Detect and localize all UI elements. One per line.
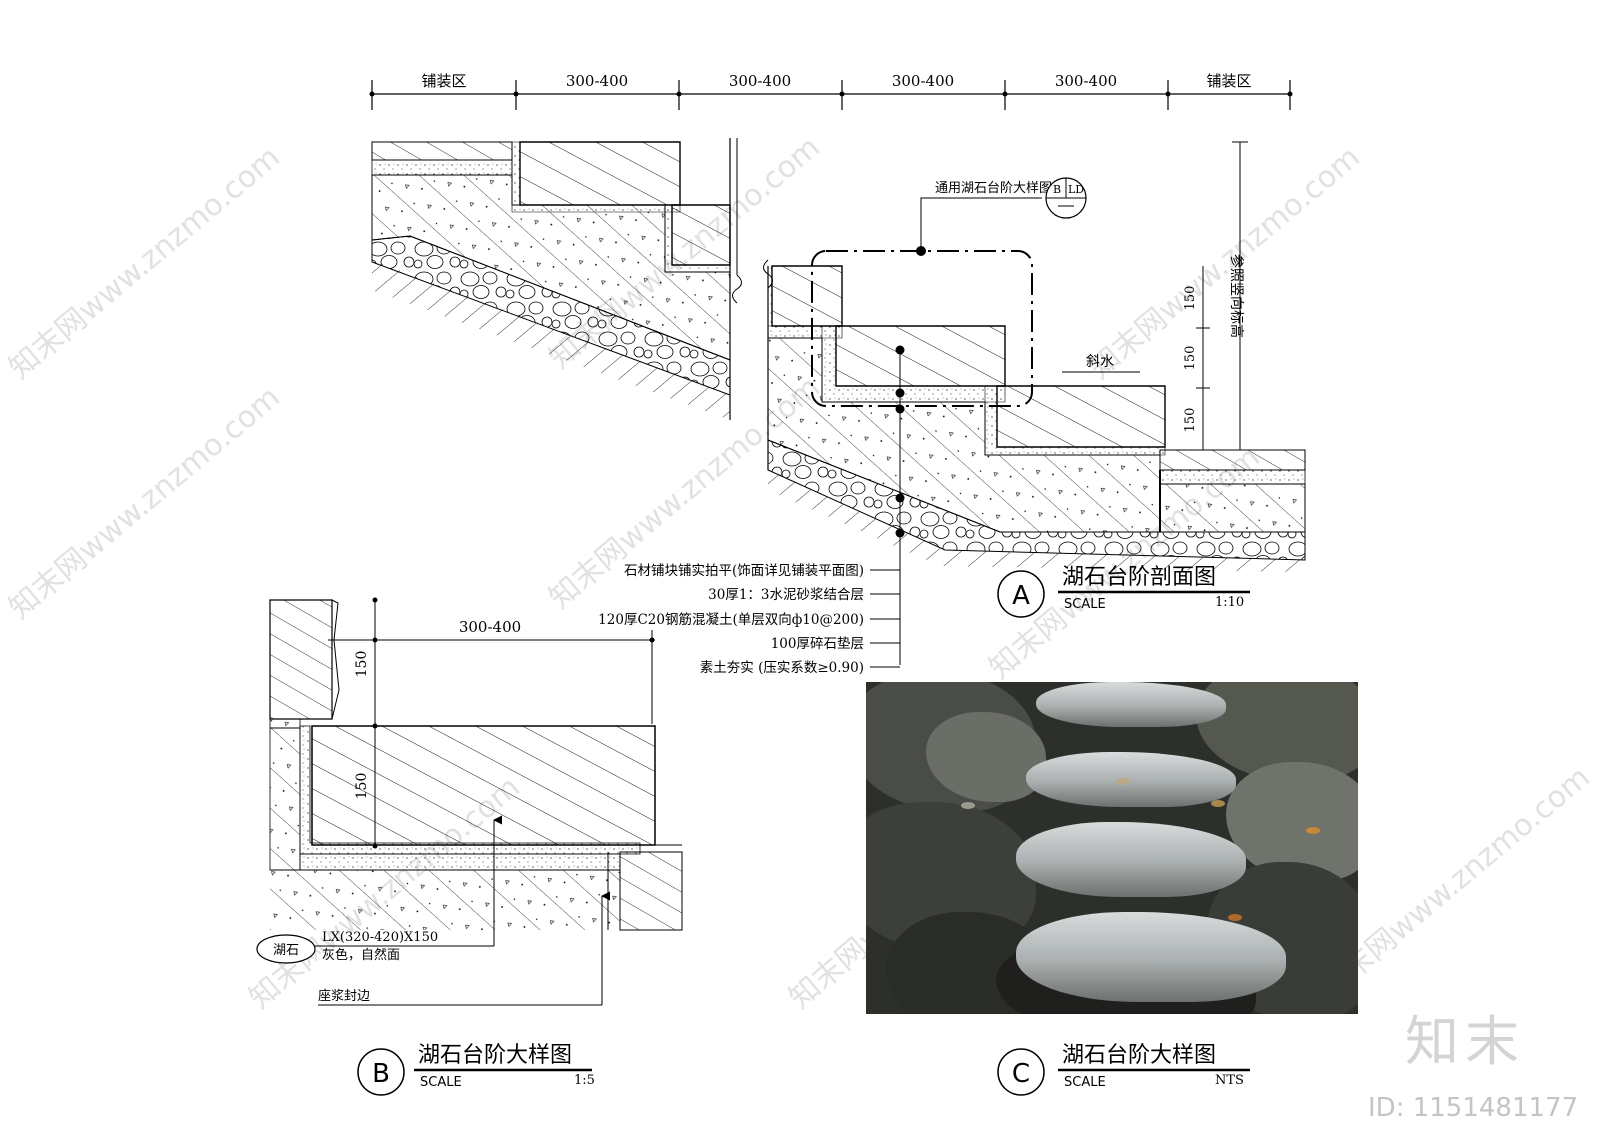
detail-b-title-block: B 湖石台阶大样图 SCALE 1:5 bbox=[357, 1043, 595, 1096]
image-id: ID: 1151481177 bbox=[1368, 1093, 1579, 1123]
fallen-leaf bbox=[1306, 827, 1320, 834]
rise-dimension: 150 bbox=[1183, 408, 1198, 433]
detail-a-dimension-chain: 铺装区 300-400 300-400 300-400 300-400 铺装区 bbox=[369, 72, 1293, 110]
stone-steps-photo bbox=[866, 682, 1358, 1014]
stone-step bbox=[1016, 912, 1286, 1002]
dimension-label: 铺装区 bbox=[1206, 72, 1251, 90]
scale-word: SCALE bbox=[420, 1075, 462, 1090]
stone-step bbox=[1026, 752, 1236, 807]
detail-a-layer-callouts: 石材铺块铺实拍平(饰面详见铺装平面图) 30厚1：3水泥砂浆结合层 120厚C2… bbox=[598, 345, 905, 676]
fallen-leaf bbox=[1116, 778, 1130, 785]
rock-shape bbox=[926, 712, 1046, 802]
stone-step bbox=[1016, 822, 1246, 897]
dimension-label: 300-400 bbox=[729, 72, 791, 90]
watermark: 知末网www.znzmo.com bbox=[1083, 140, 1367, 386]
ref-code-right: LD bbox=[1068, 183, 1084, 196]
dimension-label: 300-400 bbox=[892, 72, 954, 90]
layer-note: 石材铺块铺实拍平(饰面详见铺装平面图) bbox=[624, 563, 864, 579]
scale-value: 1:5 bbox=[574, 1073, 595, 1088]
detail-b-drawing: 300-400 150 150 湖石 LX(320-420)X150 灰色，自然… bbox=[256, 597, 683, 1006]
scale-value: NTS bbox=[1215, 1073, 1244, 1088]
rise-dimension: 150 bbox=[1183, 286, 1198, 311]
brand-logo: 知末 bbox=[1405, 1010, 1525, 1073]
detail-ref-label: 通用湖石台阶大样图 bbox=[935, 181, 1052, 196]
material-tag: 湖石 bbox=[273, 943, 299, 958]
spec-line: LX(320-420)X150 bbox=[322, 930, 438, 945]
detail-a-title-block: A 湖石台阶剖面图 SCALE 1:10 bbox=[997, 565, 1250, 618]
detail-badge: A bbox=[1012, 581, 1030, 611]
slope-label: 斜水 bbox=[1086, 354, 1114, 370]
stone-step bbox=[1036, 682, 1226, 727]
layer-note: 30厚1：3水泥砂浆结合层 bbox=[708, 587, 864, 603]
fallen-leaf bbox=[1228, 914, 1242, 921]
detail-a-section-right: 通用湖石台阶大样图 B LD 斜水 150 150 150 参照竖向标高 bbox=[763, 141, 1306, 572]
scale-word: SCALE bbox=[1064, 597, 1106, 612]
layer-note: 120厚C20钢筋混凝土(单层双向ф10@200) bbox=[598, 611, 864, 628]
height-dimension: 150 bbox=[354, 773, 370, 800]
detail-c-title-block: C 湖石台阶大样图 SCALE NTS bbox=[997, 1043, 1250, 1096]
fallen-leaf bbox=[1211, 800, 1225, 807]
detail-badge: B bbox=[372, 1059, 390, 1089]
dimension-label: 300-400 bbox=[566, 72, 628, 90]
dimension-label: 铺装区 bbox=[421, 72, 466, 90]
detail-a-section-left bbox=[371, 138, 742, 420]
scale-word: SCALE bbox=[1064, 1075, 1106, 1090]
scale-value: 1:10 bbox=[1215, 595, 1244, 610]
layer-note: 100厚碎石垫层 bbox=[771, 636, 864, 652]
ref-code-top: B bbox=[1053, 183, 1061, 196]
layer-note: 素土夯实 (压实系数≥0.90) bbox=[700, 660, 864, 676]
spec-line: 灰色，自然面 bbox=[322, 947, 400, 963]
detail-title: 湖石台阶剖面图 bbox=[1062, 565, 1216, 590]
edge-note: 座浆封边 bbox=[318, 989, 370, 1004]
vertical-note: 参照竖向标高 bbox=[1228, 254, 1245, 338]
width-dimension: 300-400 bbox=[459, 618, 521, 636]
fallen-leaf bbox=[961, 802, 975, 809]
detail-title: 湖石台阶大样图 bbox=[1062, 1043, 1216, 1068]
watermark: 知末网www.znzmo.com bbox=[3, 140, 287, 386]
watermark: 知末网www.znzmo.com bbox=[3, 380, 287, 626]
detail-title: 湖石台阶大样图 bbox=[418, 1043, 572, 1068]
rise-dimension: 150 bbox=[1183, 346, 1198, 371]
height-dimension: 150 bbox=[354, 651, 370, 678]
dimension-label: 300-400 bbox=[1055, 72, 1117, 90]
detail-badge: C bbox=[1012, 1059, 1030, 1089]
